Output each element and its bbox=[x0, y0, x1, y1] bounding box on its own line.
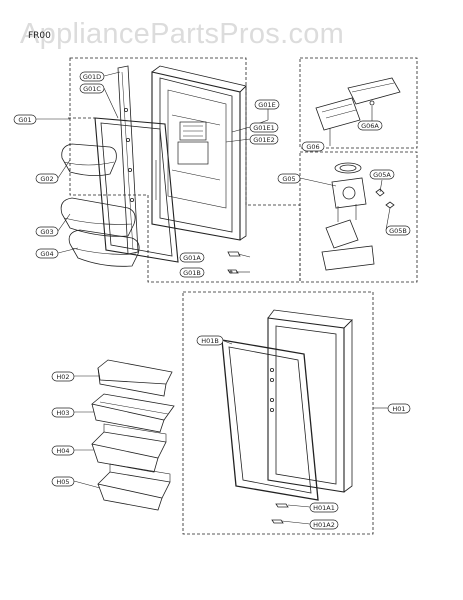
callout-g01e: G01E bbox=[254, 99, 280, 110]
svg-text:G01B: G01B bbox=[183, 269, 201, 277]
callout-g05a: G05A bbox=[369, 169, 395, 180]
clip-g01a bbox=[227, 251, 241, 257]
bin-h04 bbox=[91, 423, 167, 473]
svg-text:G02: G02 bbox=[40, 175, 53, 183]
svg-text:H03: H03 bbox=[56, 409, 69, 417]
gasket-h01b bbox=[221, 339, 319, 501]
boundary-h01 bbox=[182, 291, 374, 535]
svg-text:G01E: G01E bbox=[258, 101, 275, 109]
svg-text:G06A: G06A bbox=[361, 122, 379, 130]
svg-text:H01A2: H01A2 bbox=[313, 521, 335, 529]
svg-text:G03: G03 bbox=[40, 228, 53, 236]
bin-h05 bbox=[97, 463, 171, 511]
section-label: FR00 bbox=[28, 31, 51, 41]
svg-text:G01D: G01D bbox=[83, 73, 101, 81]
svg-text:G05: G05 bbox=[282, 175, 295, 183]
callout-h01b: H01B bbox=[196, 335, 224, 346]
callout-g05: G05 bbox=[277, 173, 301, 184]
clip-h01a1 bbox=[275, 503, 289, 508]
callout-g04: G04 bbox=[35, 248, 59, 259]
callout-g01d: G01D bbox=[79, 71, 105, 82]
callout-g01e2: G01E2 bbox=[249, 134, 279, 145]
door-bar-g01d bbox=[117, 65, 139, 255]
callout-g01c: G01C bbox=[79, 83, 105, 94]
door-shell-h01 bbox=[267, 309, 353, 493]
callout-g02: G02 bbox=[35, 173, 59, 184]
callout-h01: H01 bbox=[387, 403, 411, 414]
door-bin-g04 bbox=[68, 229, 140, 267]
boundary-g05 bbox=[299, 151, 418, 283]
callout-g01a: G01A bbox=[179, 252, 205, 263]
callout-g01: G01 bbox=[13, 114, 37, 125]
svg-text:G01E1: G01E1 bbox=[253, 124, 275, 132]
clip-g01b bbox=[227, 269, 239, 274]
callout-h02: H02 bbox=[51, 371, 75, 382]
callout-g06a: G06A bbox=[357, 120, 383, 131]
svg-text:H01B: H01B bbox=[201, 337, 219, 345]
door-liner-g01 bbox=[151, 65, 247, 241]
svg-text:H04: H04 bbox=[56, 447, 69, 455]
callout-g06: G06 bbox=[301, 141, 325, 152]
callout-g01b: G01B bbox=[179, 267, 205, 278]
svg-text:H01: H01 bbox=[392, 405, 405, 413]
dispenser-assembly-g05 bbox=[321, 162, 395, 271]
svg-text:G05A: G05A bbox=[373, 171, 391, 179]
callout-h05: H05 bbox=[51, 476, 75, 487]
svg-text:H05: H05 bbox=[56, 478, 69, 486]
callout-h04: H04 bbox=[51, 445, 75, 456]
svg-text:H02: H02 bbox=[56, 373, 69, 381]
display-module-g06 bbox=[315, 77, 401, 131]
svg-text:H01A1: H01A1 bbox=[313, 504, 335, 512]
callout-g01e1: G01E1 bbox=[249, 122, 279, 133]
clip-h01a2 bbox=[271, 519, 284, 524]
callout-h01a2: H01A2 bbox=[309, 519, 339, 530]
svg-text:G01E2: G01E2 bbox=[253, 136, 275, 144]
callout-h03: H03 bbox=[51, 407, 75, 418]
watermark: AppliancePartsPros.com bbox=[20, 18, 345, 50]
svg-text:G01A: G01A bbox=[183, 254, 201, 262]
svg-text:G04: G04 bbox=[40, 250, 53, 258]
svg-text:G01: G01 bbox=[18, 116, 31, 124]
callout-g05b: G05B bbox=[385, 225, 411, 236]
door-bin-g03 bbox=[60, 197, 136, 237]
callout-g03: G03 bbox=[35, 226, 59, 237]
bin-h02 bbox=[97, 359, 173, 397]
leader-lines bbox=[36, 71, 391, 525]
svg-text:G06: G06 bbox=[306, 143, 319, 151]
callout-h01a1: H01A1 bbox=[309, 502, 339, 513]
svg-text:G01C: G01C bbox=[83, 85, 101, 93]
boundary-g06 bbox=[299, 57, 418, 149]
svg-text:G05B: G05B bbox=[389, 227, 407, 235]
